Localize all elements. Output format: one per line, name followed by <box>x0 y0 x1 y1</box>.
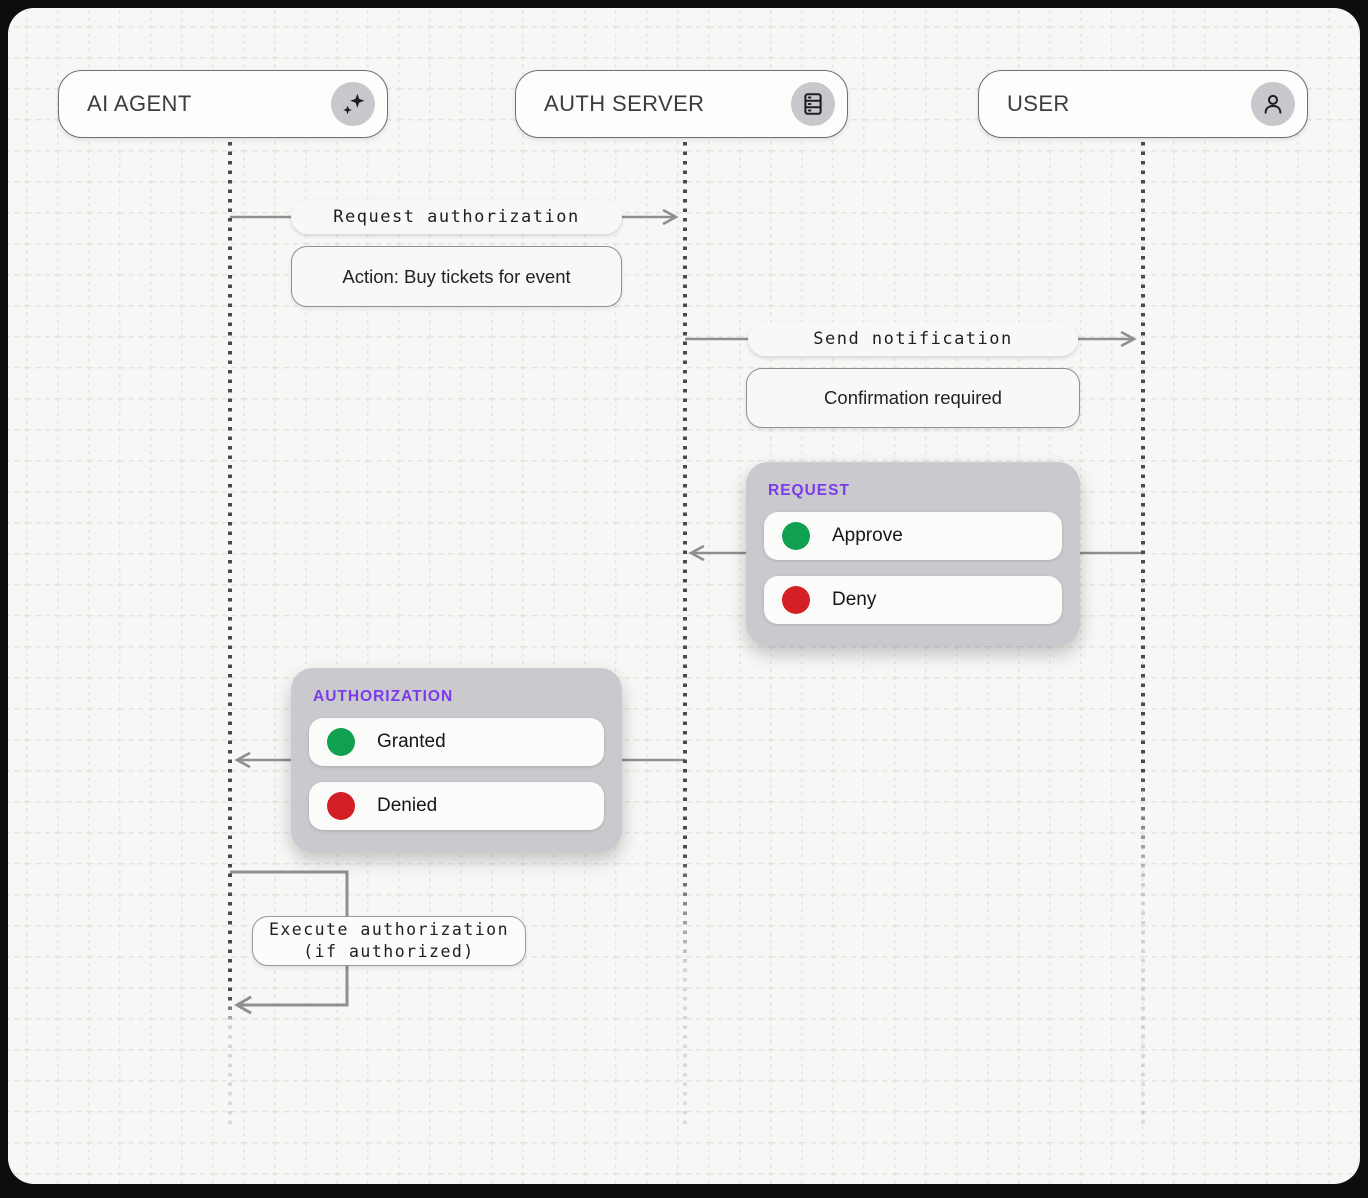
note-action-buy-tickets: Action: Buy tickets for event <box>291 246 622 307</box>
denied-label: Denied <box>377 795 438 816</box>
approve-status-dot <box>782 522 810 550</box>
diagram-canvas: AI AGENT AUTH SERVER USER <box>8 8 1360 1184</box>
self-message-line2: (if authorized) <box>303 942 475 961</box>
note-confirmation-required: Confirmation required <box>746 368 1080 428</box>
message-label-text: Send notification <box>813 329 1013 349</box>
granted-label: Granted <box>377 731 446 752</box>
deny-label: Deny <box>832 589 877 610</box>
message-label-send-notification: Send notification <box>748 322 1078 356</box>
lifeline-ai-agent <box>228 142 232 1125</box>
user-icon <box>1251 82 1295 126</box>
server-icon <box>791 82 835 126</box>
deny-status-dot <box>782 586 810 614</box>
panel-request: REQUEST Approve Deny <box>746 462 1080 646</box>
panel-authorization-title: AUTHORIZATION <box>313 688 454 705</box>
granted-status-dot <box>327 728 355 756</box>
self-message-line1: Execute authorization <box>268 919 510 939</box>
granted-button[interactable]: Granted <box>309 718 604 766</box>
message-label-text: Request authorization <box>333 207 580 227</box>
actor-user-label: USER <box>1007 91 1070 116</box>
panel-authorization: AUTHORIZATION Granted Denied <box>291 668 622 852</box>
actor-ai-agent: AI AGENT <box>58 70 388 138</box>
lifeline-auth-server <box>683 142 687 1125</box>
approve-label: Approve <box>832 525 903 546</box>
self-message-label: Execute authorization (if authorized) <box>252 916 526 966</box>
actor-auth-server: AUTH SERVER <box>515 70 848 138</box>
approve-button[interactable]: Approve <box>764 512 1062 560</box>
denied-status-dot <box>327 792 355 820</box>
denied-button[interactable]: Denied <box>309 782 604 830</box>
panel-request-title: REQUEST <box>768 482 850 499</box>
actor-user: USER <box>978 70 1308 138</box>
message-label-request-authorization: Request authorization <box>291 200 622 234</box>
lifeline-user <box>1141 142 1145 1125</box>
note-text: Action: Buy tickets for event <box>342 265 571 287</box>
sparkles-icon <box>331 82 375 126</box>
actor-ai-agent-label: AI AGENT <box>87 91 192 116</box>
note-text: Confirmation required <box>824 387 1002 408</box>
actor-auth-server-label: AUTH SERVER <box>544 91 705 116</box>
deny-button[interactable]: Deny <box>764 576 1062 624</box>
